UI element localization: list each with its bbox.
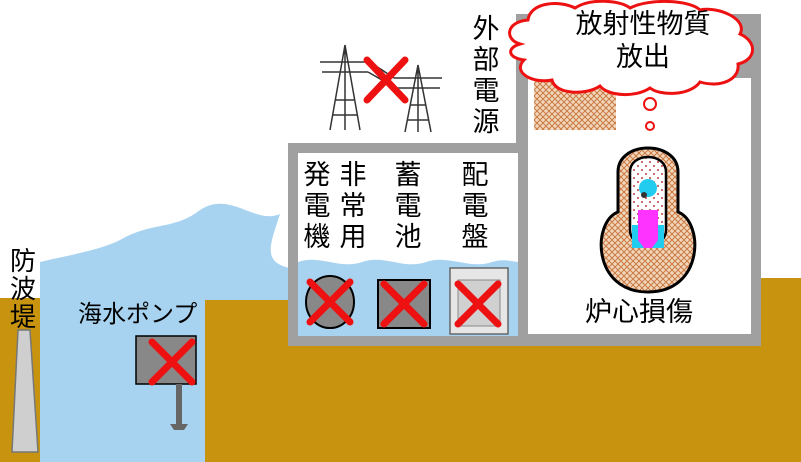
cross-mark-icon	[380, 280, 428, 328]
label-emergency-generator-1: 発電機	[303, 160, 331, 253]
label-core-damage: 炉心損傷	[585, 297, 693, 328]
label-release-line2: 放出	[616, 42, 670, 73]
label-battery: 蓄電池	[394, 160, 422, 253]
tsunami-sea	[40, 203, 290, 462]
bubble	[643, 97, 657, 111]
reactor-vessel	[599, 146, 697, 294]
cross-mark-icon	[363, 56, 409, 104]
cross-mark-icon	[454, 280, 502, 328]
label-release-line1: 放射性物質	[575, 9, 711, 40]
cross-mark-icon	[306, 278, 354, 326]
label-radioactive-release: 放射性物質 放出	[548, 8, 738, 74]
cloud-icon	[508, 0, 754, 96]
label-seawall: 防波堤	[9, 247, 36, 333]
label-seawater-pump: 海水ポンプ	[78, 300, 198, 328]
cross-mark-icon	[148, 338, 196, 386]
seawall	[11, 329, 39, 453]
label-switchboard: 配電盤	[461, 160, 489, 253]
label-external-power: 外部電源	[472, 14, 500, 138]
sea-lower	[40, 440, 205, 462]
label-emergency-generator-2: 非常用	[339, 160, 367, 253]
bubble	[645, 121, 655, 131]
